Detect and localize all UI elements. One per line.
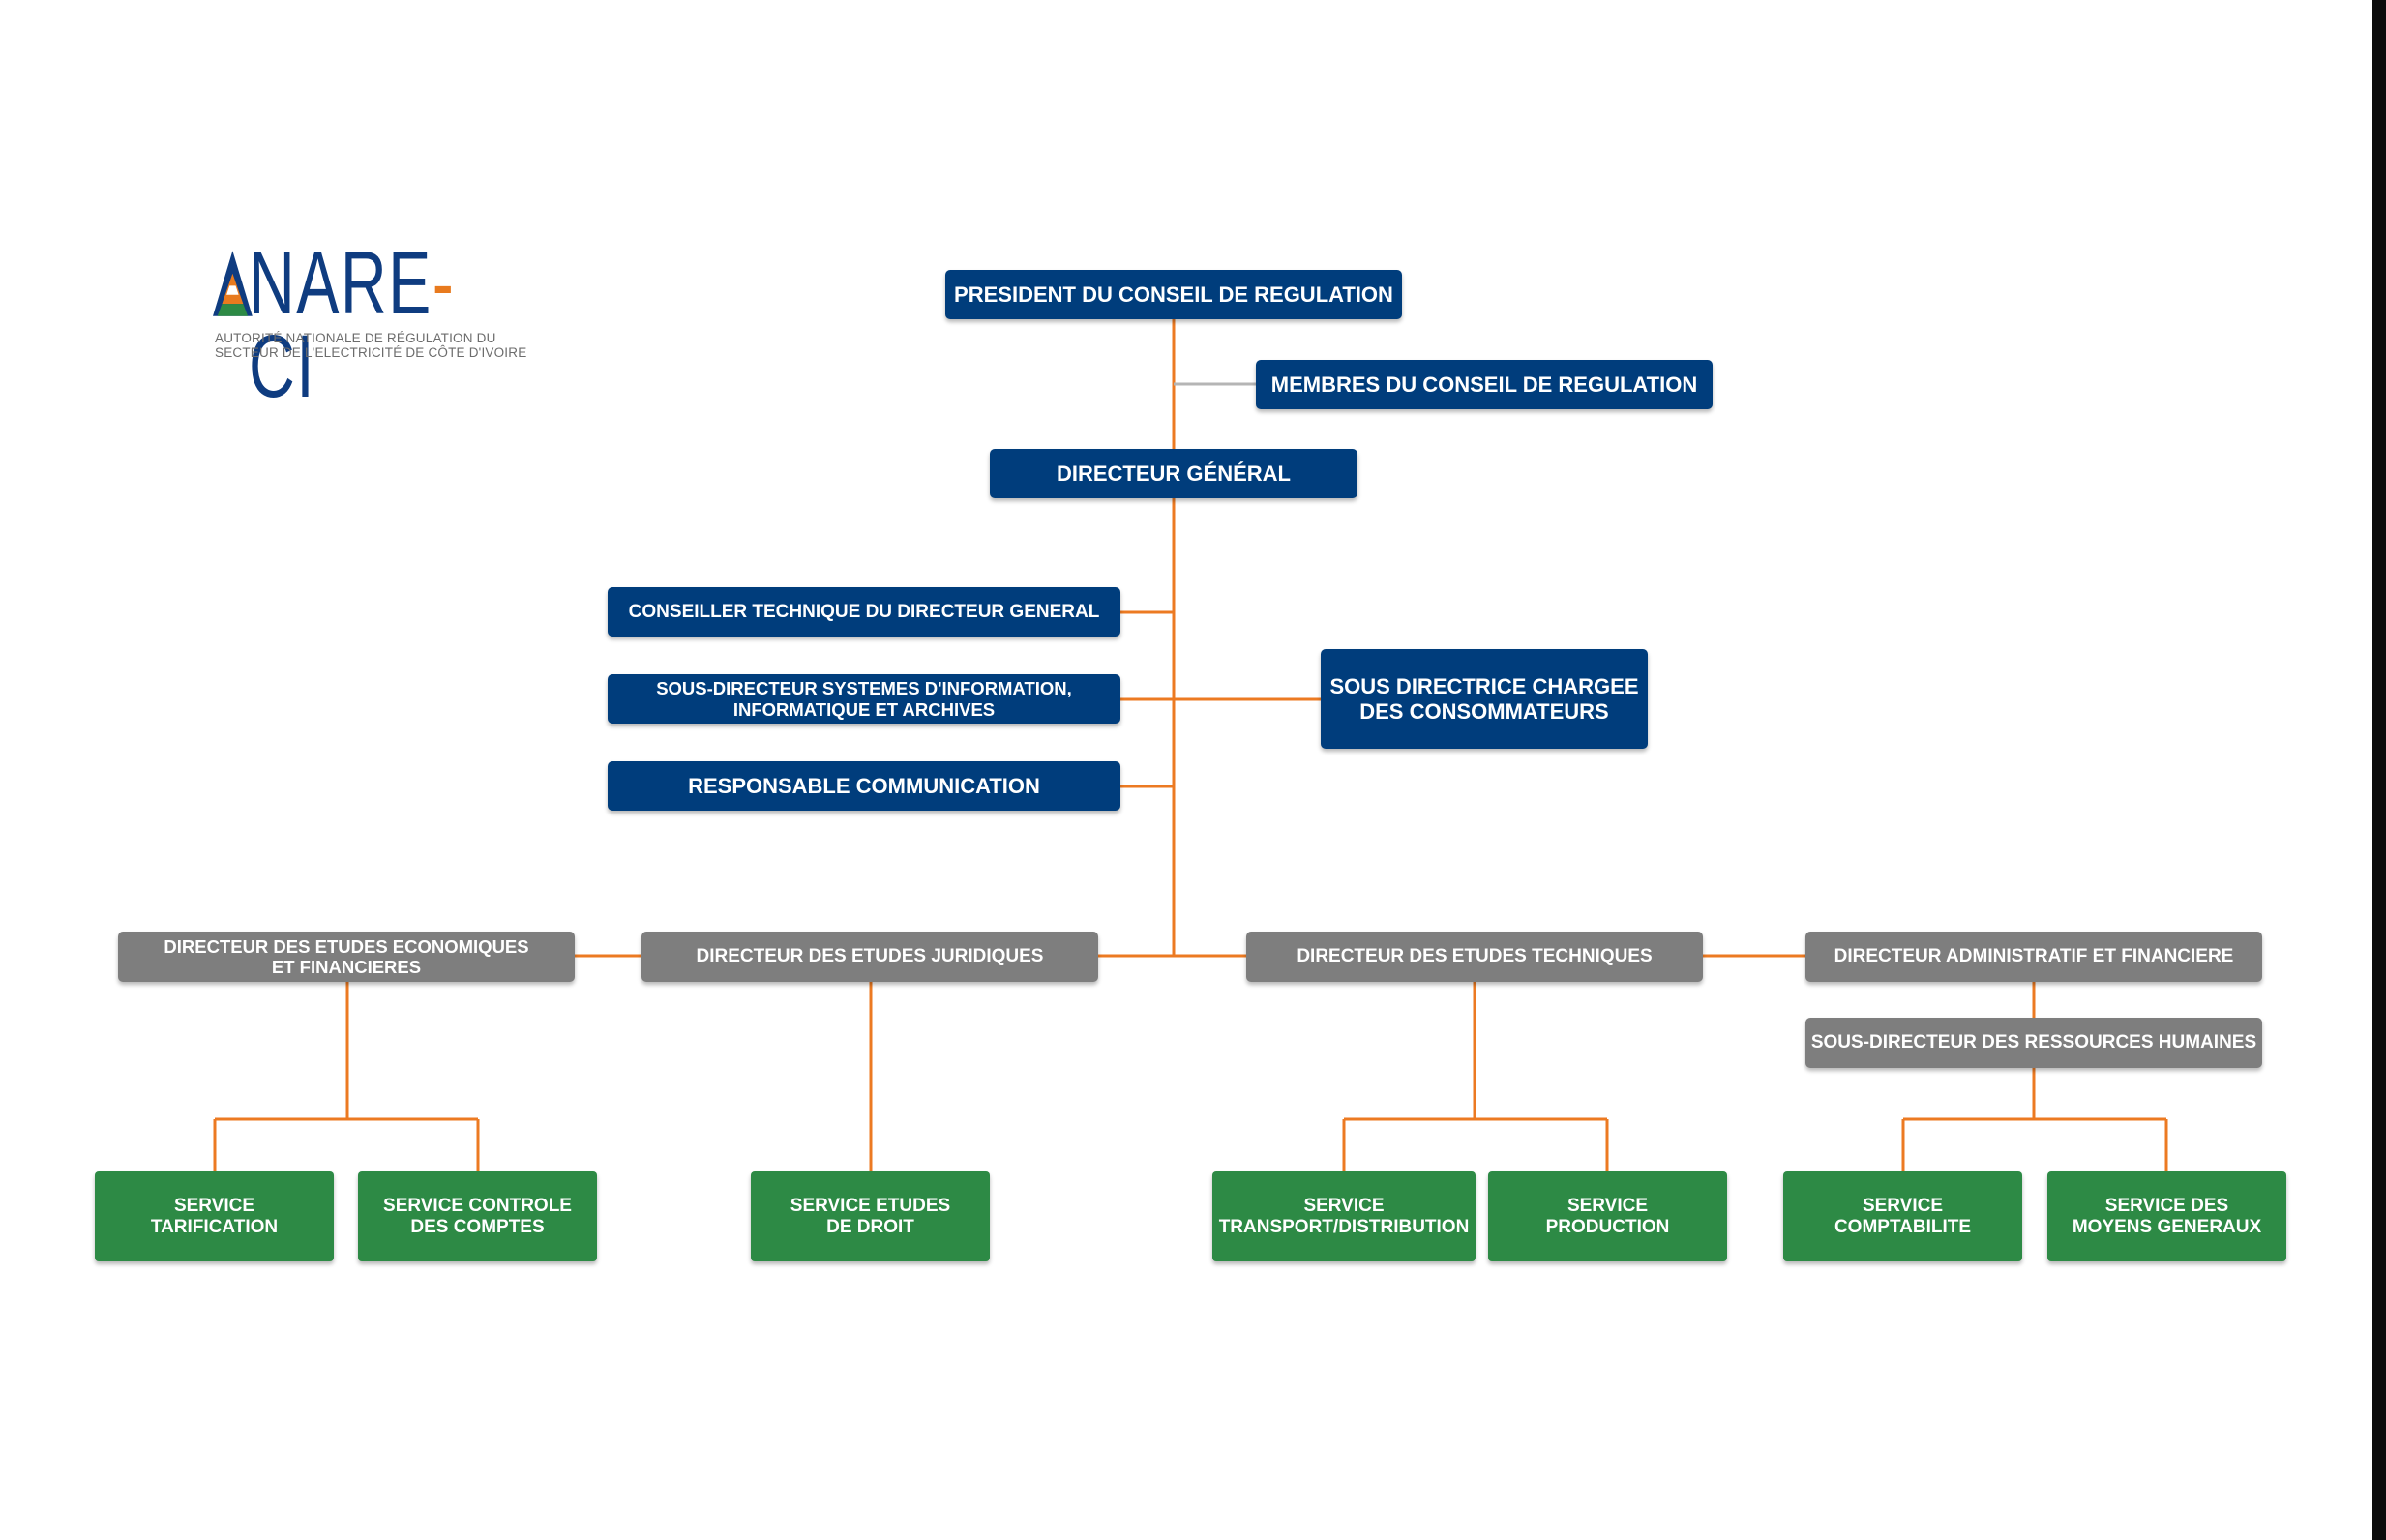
logo-name: NARE-CI [248, 234, 456, 416]
node-sous-directeur-si: SOUS-DIRECTEUR SYSTEMES D'INFORMATION, I… [608, 674, 1120, 724]
node-service-transport-distribution: SERVICE TRANSPORT/DISTRIBUTION [1212, 1171, 1476, 1261]
node-directeur-administratif: DIRECTEUR ADMINISTRATIF ET FINANCIERE [1805, 932, 2262, 982]
logo-wordmark: NARE-CI [213, 239, 546, 411]
node-directeur-general: DIRECTEUR GÉNÉRAL [990, 449, 1357, 498]
logo-subtitle: AUTORITÉ NATIONALE DE RÉGULATION DU SECT… [215, 331, 527, 360]
right-edge-bar [2372, 0, 2386, 1540]
node-service-production: SERVICE PRODUCTION [1488, 1171, 1727, 1261]
node-sous-directeur-rh: SOUS-DIRECTEUR DES RESSOURCES HUMAINES [1805, 1018, 2262, 1068]
node-directeur-etudes-juridiques: DIRECTEUR DES ETUDES JURIDIQUES [641, 932, 1098, 982]
node-president: PRESIDENT DU CONSEIL DE REGULATION [945, 270, 1402, 319]
node-conseiller-technique: CONSEILLER TECHNIQUE DU DIRECTEUR GENERA… [608, 587, 1120, 637]
node-service-tarification: SERVICE TARIFICATION [95, 1171, 334, 1261]
logo-triangle-icon [213, 251, 253, 316]
anare-ci-logo: NARE-CI AUTORITÉ NATIONALE DE RÉGULATION… [213, 239, 542, 411]
node-responsable-communication: RESPONSABLE COMMUNICATION [608, 761, 1120, 811]
node-directeur-etudes-techniques: DIRECTEUR DES ETUDES TECHNIQUES [1246, 932, 1703, 982]
node-service-controle-comptes: SERVICE CONTROLE DES COMPTES [358, 1171, 597, 1261]
node-service-etudes-droit: SERVICE ETUDES DE DROIT [751, 1171, 990, 1261]
node-directeur-etudes-economiques: DIRECTEUR DES ETUDES ECONOMIQUES ET FINA… [118, 932, 575, 982]
node-service-moyens-generaux: SERVICE DES MOYENS GENERAUX [2047, 1171, 2286, 1261]
node-sous-directrice-consommateurs: SOUS DIRECTRICE CHARGEE DES CONSOMMATEUR… [1321, 649, 1648, 749]
node-membres: MEMBRES DU CONSEIL DE REGULATION [1256, 360, 1713, 409]
node-service-comptabilite: SERVICE COMPTABILITE [1783, 1171, 2022, 1261]
